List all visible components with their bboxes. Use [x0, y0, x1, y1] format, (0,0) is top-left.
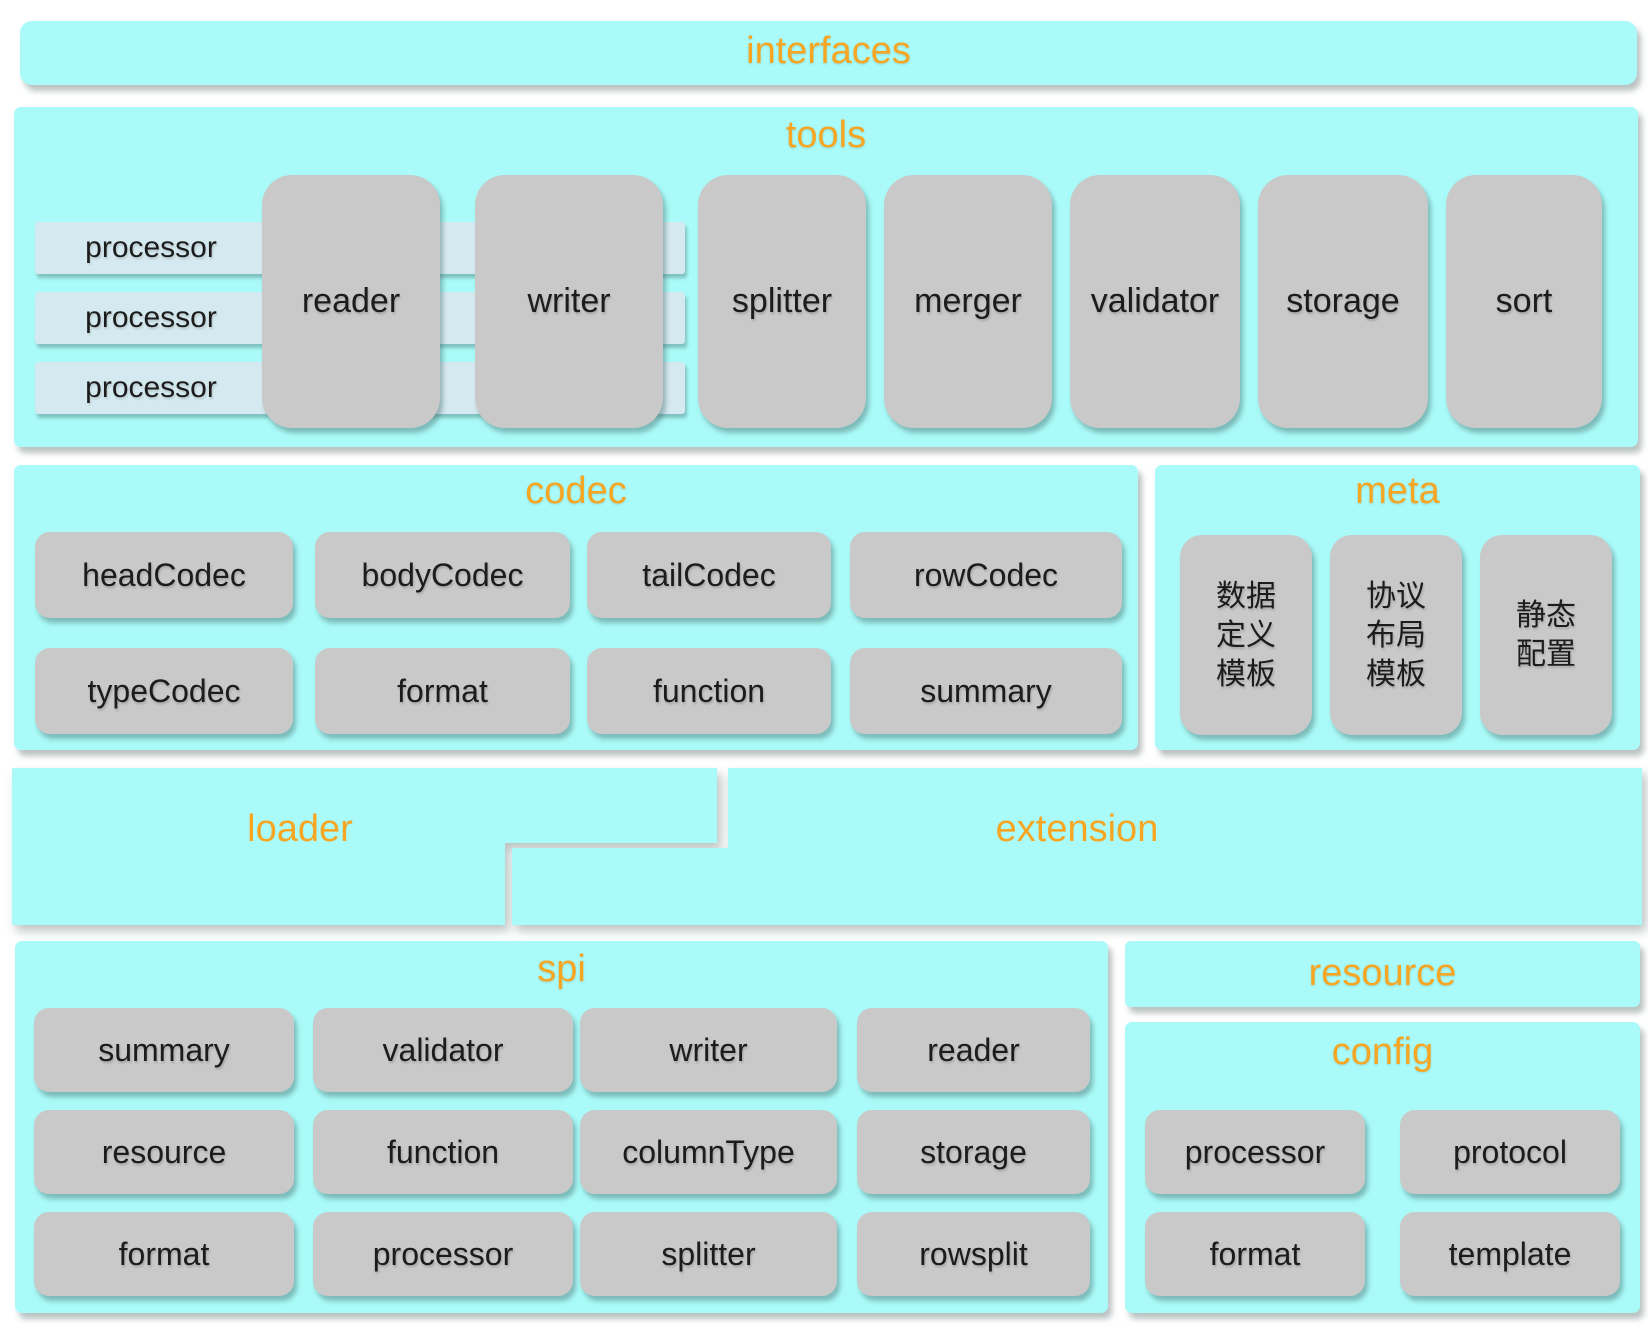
spi-box-processor: processor [313, 1212, 573, 1296]
tools-box-reader: reader [262, 175, 440, 428]
spi-box-splitter: splitter [580, 1212, 837, 1296]
meta-box-static-config: 静态 配置 [1480, 535, 1612, 735]
section-tools-title: tools [785, 114, 867, 156]
tools-box-sort: sort [1446, 175, 1602, 428]
spi-box-storage: storage [857, 1110, 1090, 1194]
tools-box-validator: validator [1070, 175, 1240, 428]
spi-box-writer: writer [580, 1008, 837, 1092]
codec-box-function: function [587, 648, 831, 734]
section-extension: extension [512, 768, 1642, 925]
section-meta-title: meta [1355, 470, 1440, 512]
section-spi-title: spi [537, 948, 586, 990]
tools-box-storage: storage [1258, 175, 1428, 428]
processor-bar-label: processor [85, 231, 217, 264]
processor-bar-label: processor [85, 371, 217, 404]
spi-box-validator: validator [313, 1008, 573, 1092]
codec-box-typecodec: typeCodec [35, 648, 293, 734]
codec-box-format: format [315, 648, 570, 734]
config-box-format: format [1145, 1212, 1365, 1296]
spi-box-summary: summary [34, 1008, 294, 1092]
section-resource: resource [1125, 941, 1640, 1007]
spi-box-function: function [313, 1110, 573, 1194]
spi-box-reader: reader [857, 1008, 1090, 1092]
codec-box-summary: summary [850, 648, 1122, 734]
codec-box-headcodec: headCodec [35, 532, 293, 618]
section-resource-title: resource [1308, 952, 1457, 994]
codec-box-rowcodec: rowCodec [850, 532, 1122, 618]
tools-box-writer: writer [475, 175, 663, 428]
meta-box-protocol-layout-template: 协议 布局 模板 [1330, 535, 1462, 735]
section-codec-title: codec [525, 470, 627, 512]
section-config: config processor protocol format templat… [1125, 1022, 1640, 1313]
config-box-processor: processor [1145, 1110, 1365, 1194]
config-box-template: template [1400, 1212, 1620, 1296]
processor-bar-label: processor [85, 301, 217, 334]
config-box-protocol: protocol [1400, 1110, 1620, 1194]
section-codec: codec headCodec bodyCodec tailCodec rowC… [14, 465, 1138, 750]
tools-box-splitter: splitter [698, 175, 866, 428]
spi-box-resource: resource [34, 1110, 294, 1194]
section-interfaces: interfaces [20, 21, 1637, 85]
meta-box-data-definition-template: 数据 定义 模板 [1180, 535, 1312, 735]
section-meta: meta 数据 定义 模板 协议 布局 模板 静态 配置 [1155, 465, 1640, 750]
codec-box-bodycodec: bodyCodec [315, 532, 570, 618]
section-loader-title: loader [247, 808, 353, 850]
spi-box-format: format [34, 1212, 294, 1296]
section-interfaces-title: interfaces [746, 30, 911, 72]
tools-box-merger: merger [884, 175, 1052, 428]
spi-box-rowsplit: rowsplit [857, 1212, 1090, 1296]
spi-box-columntype: columnType [580, 1110, 837, 1194]
section-extension-title: extension [995, 808, 1159, 850]
section-tools: tools processor processor processor read… [14, 107, 1638, 447]
codec-box-tailcodec: tailCodec [587, 532, 831, 618]
section-spi: spi summary validator writer reader reso… [15, 941, 1108, 1313]
section-config-title: config [1331, 1031, 1434, 1073]
